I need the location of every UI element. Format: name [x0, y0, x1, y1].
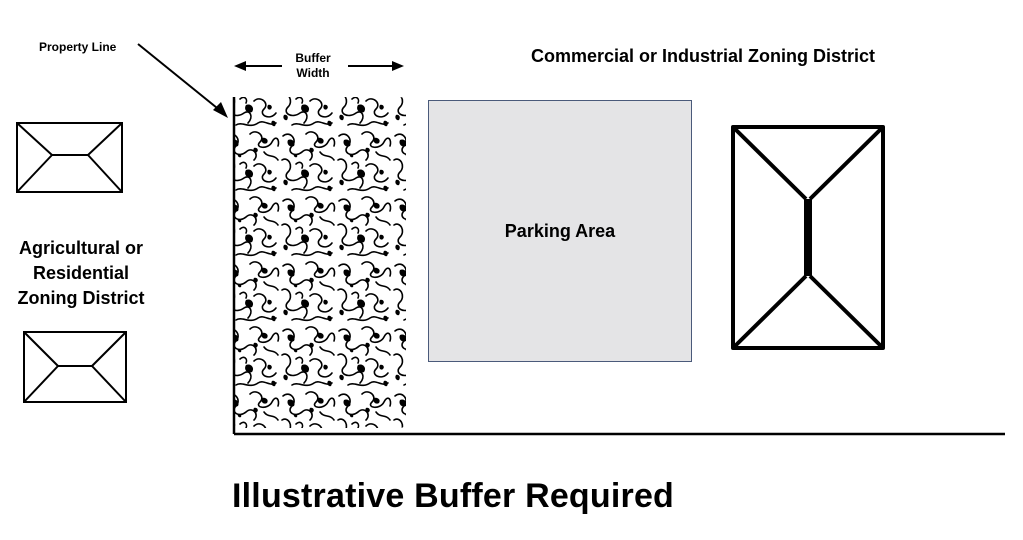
- property-line-arrow: [137, 43, 228, 118]
- buffer-width-line2: Width: [296, 66, 330, 80]
- parking-area-label: Parking Area: [504, 221, 616, 241]
- agri-line3: Zoning District: [17, 288, 145, 308]
- property-line-label: Property Line: [39, 40, 117, 54]
- agri-line1: Agricultural or: [18, 238, 143, 258]
- house-icon: [23, 331, 127, 403]
- buffer-width-label: Buffer Width: [283, 51, 343, 81]
- house-icon: [16, 122, 123, 193]
- agri-line2: Residential: [32, 263, 130, 283]
- buffer-strip: [234, 97, 406, 428]
- commercial-district-label: Commercial or Industrial Zoning District: [531, 46, 876, 66]
- buffer-width-arrow-right: [348, 61, 404, 71]
- buffer-width-arrow-left: [234, 61, 282, 71]
- commercial-building-icon: [731, 125, 885, 350]
- parking-area: Parking Area: [428, 100, 692, 362]
- buffer-width-line1: Buffer: [295, 51, 331, 65]
- agricultural-district-label: Agricultural or Residential Zoning Distr…: [0, 236, 162, 311]
- diagram-title: Illustrative Buffer Required: [232, 477, 675, 515]
